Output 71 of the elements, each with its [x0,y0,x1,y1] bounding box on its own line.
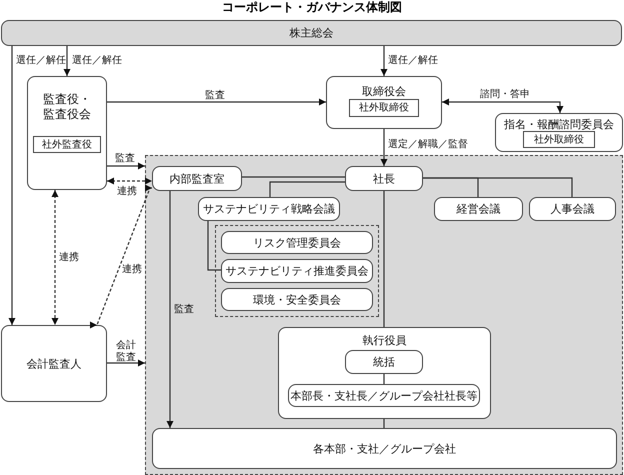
node-text: 社外取締役 [358,102,410,114]
connector-line [383,419,385,428]
edge-label: 監査 [205,90,225,102]
node-text: 指名・報酬諮問委員会 [503,118,615,131]
rounded-box [152,166,242,191]
arrow [64,46,70,76]
node-text: 内部監査室 [168,172,226,185]
rounded-box [345,166,423,191]
rounded-box [152,428,617,469]
rounded-box [221,288,373,311]
arrow [442,98,564,113]
arrow [107,360,145,366]
node-text: 監査役・監査役会 [42,92,92,122]
node-text: 株主総会 [288,26,334,40]
tag-box [523,131,595,148]
rounded-box [345,350,423,374]
rounded-box [221,259,373,283]
connector-line [242,176,345,178]
arrow [107,162,145,170]
edge-label: 選定／解職／監督 [388,139,468,151]
shaded-region [145,155,623,475]
connector-line [423,177,573,197]
node-text: 経営会議 [456,202,502,216]
arrow [52,190,58,325]
edge-label: 選任／解任 [72,55,122,67]
arrow [380,129,388,166]
arrow [380,46,388,76]
node-text: 本部長・支社長／グループ会社社長等 [290,389,478,402]
rounded-box [221,231,373,254]
rounded-box [434,197,523,221]
diagram-title: コーポレート・ガバナンス体制図 [221,0,403,15]
node-text: リスク管理委員会 [252,236,342,249]
node-text: 人事会議 [550,202,596,216]
node-text: 社長 [372,172,396,185]
node-text: サステナビリティ戦略会議 [202,202,336,216]
dashed-group-box [215,225,379,317]
node-text: 環境・安全委員会 [252,293,342,306]
connector-line [207,221,221,271]
arrow [166,191,174,428]
edge-label: 監査 [174,304,194,316]
node-text: 社外取締役 [533,133,585,146]
edge-label: 選任／解任 [16,55,66,67]
arrow [107,178,152,184]
rounded-box [529,197,616,221]
rounded-box [278,327,491,419]
node-text: 執行役員 [362,334,408,347]
rounded-box [495,113,623,152]
edge-label: 連携 [59,252,79,264]
node-text: 統括 [372,356,396,368]
connector-line [269,181,345,197]
node-text: 社外監査役 [41,138,93,151]
node-text: 会計監査人 [26,357,82,370]
connector-line [383,374,385,384]
node-text: サステナビリティ推進委員会 [224,264,370,278]
tag-box [349,99,419,117]
edge-label: 諮問・答申 [480,89,530,101]
edge-label: 監査 [115,153,135,165]
rounded-box [1,325,107,402]
rounded-box [288,384,480,407]
header-band [1,20,622,46]
arrow [107,98,326,106]
connector-line [383,191,385,327]
rounded-box [326,76,442,129]
node-text: 各本部・支社／グループ会社 [312,442,457,455]
arrow [8,46,16,325]
edge-label: 選任／解任 [388,55,438,67]
edge-label: 会計監査 [116,340,137,364]
rounded-box [27,76,107,190]
rounded-box [198,197,340,221]
tag-box [33,136,101,153]
node-text: 取締役会 [361,85,407,98]
